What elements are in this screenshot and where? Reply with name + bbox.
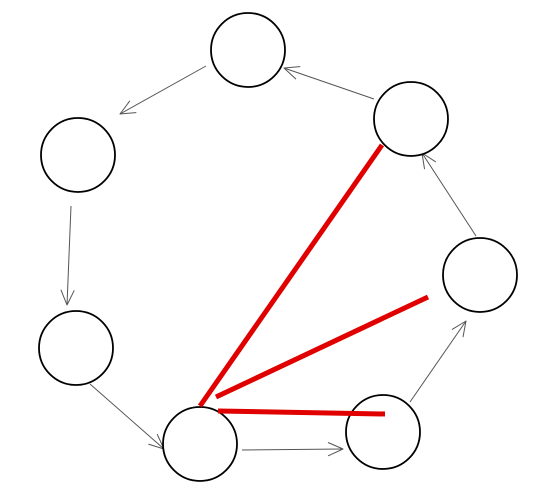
highlight-chord-bottom-to-upper-right xyxy=(197,143,385,408)
node-bottom xyxy=(162,406,238,482)
node-right xyxy=(442,237,518,313)
edge-lower-left-to-bottom xyxy=(89,383,165,450)
highlight-chord-bottom-to-right xyxy=(214,294,430,400)
highlight-layer xyxy=(197,143,430,417)
arrowhead-icon xyxy=(119,100,137,115)
edge-lower-right-to-right xyxy=(409,320,467,403)
edge-top-to-upper-left xyxy=(119,65,207,115)
edge-upper-left-to-lower-left xyxy=(60,205,75,306)
arrowhead-icon xyxy=(60,289,75,306)
arrowhead-icon xyxy=(327,442,344,457)
node-upper-right xyxy=(373,81,449,157)
node-upper-left xyxy=(40,117,116,193)
edge-line xyxy=(89,383,165,450)
edge-line xyxy=(241,448,344,451)
highlight-chord-bottom-to-lower-right xyxy=(217,408,386,417)
arrowhead-icon xyxy=(451,320,467,338)
edge-right-to-upper-right xyxy=(421,152,477,237)
arrowhead-icon xyxy=(283,66,301,80)
nodes-layer xyxy=(38,12,518,482)
edge-line xyxy=(283,67,375,100)
node-lower-left xyxy=(38,310,114,386)
node-lower-right xyxy=(345,394,421,470)
node-top xyxy=(210,12,286,88)
edge-line xyxy=(119,65,207,115)
edge-line xyxy=(66,205,72,306)
edge-upper-right-to-top xyxy=(283,66,375,100)
edge-line xyxy=(409,320,467,403)
edge-bottom-to-lower-right xyxy=(241,442,344,457)
edge-line xyxy=(421,152,477,237)
